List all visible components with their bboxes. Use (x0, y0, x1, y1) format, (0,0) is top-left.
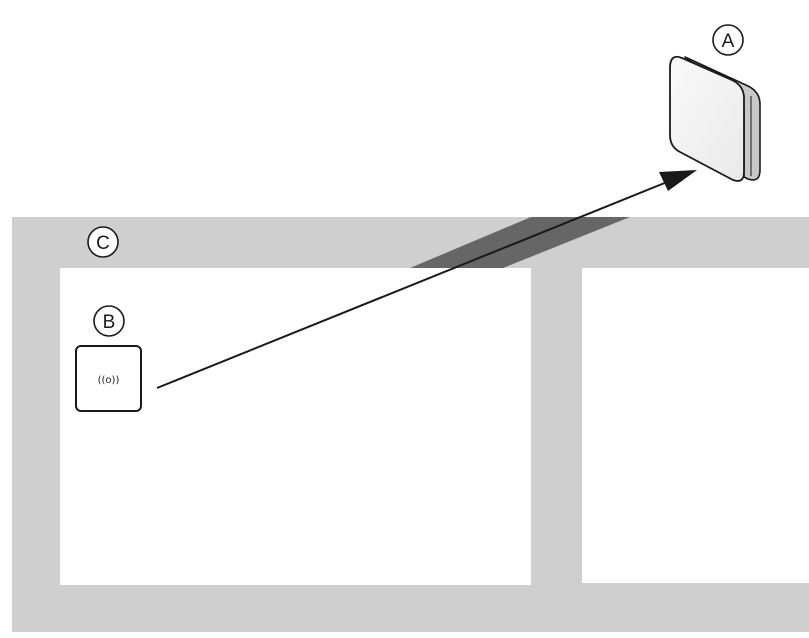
callout-b: B (93, 305, 125, 337)
device-a (669, 55, 761, 182)
wall-c (12, 217, 809, 632)
signal-arrow-line (156, 179, 673, 389)
wireless-signal-icon: ((o)) (98, 375, 120, 386)
device-a-face (669, 55, 745, 182)
device-b: ((o)) (75, 345, 142, 412)
callout-c: C (87, 226, 119, 258)
building-walls (12, 217, 809, 632)
callout-b-label: B (103, 312, 116, 333)
arrowhead-icon (659, 170, 697, 191)
device-b-body (75, 345, 142, 412)
callout-c-label: C (96, 233, 110, 254)
callout-a-label: A (722, 31, 735, 52)
wall-penetration-zone (410, 217, 630, 268)
signal-arrow (156, 170, 697, 389)
callout-a: A (712, 24, 744, 56)
